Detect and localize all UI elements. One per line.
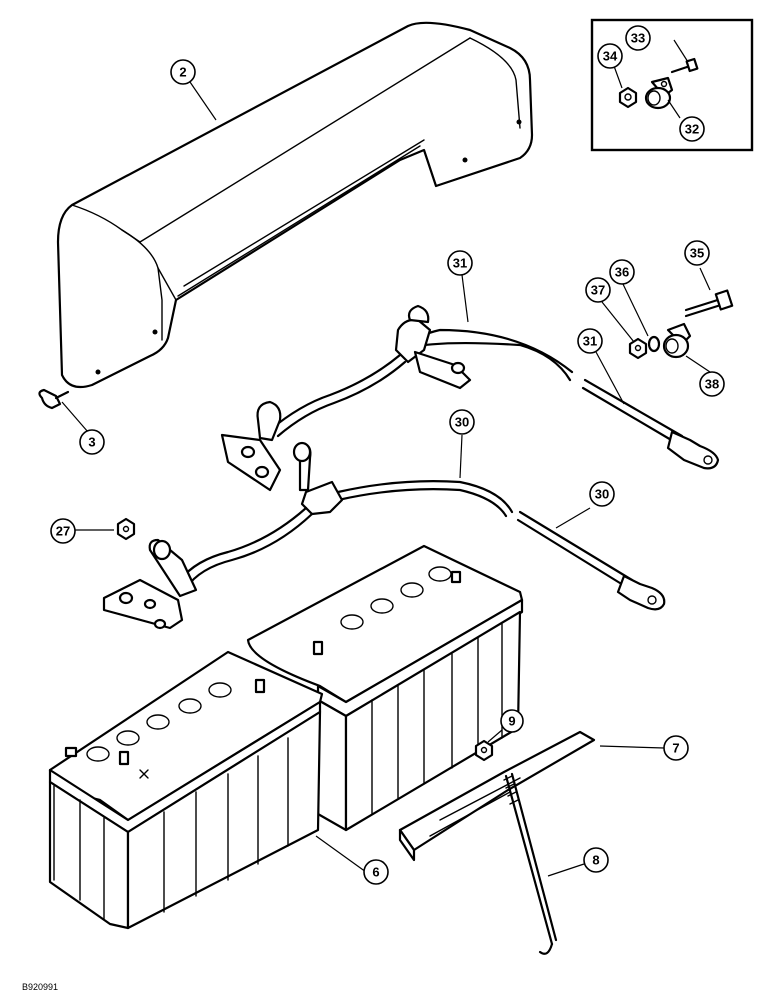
nut-27-icon <box>116 517 136 541</box>
callout-6: 6 <box>363 859 389 885</box>
callout-7: 7 <box>663 735 689 761</box>
callout-38: 38 <box>699 371 725 397</box>
svg-text:31: 31 <box>453 256 467 271</box>
nut-9-icon <box>474 739 494 762</box>
callout-31-upper: 31 <box>447 250 473 276</box>
svg-text:6: 6 <box>372 865 379 880</box>
figure-code: B920991 <box>22 982 58 992</box>
svg-text:8: 8 <box>592 853 599 868</box>
holddown-rod-icon <box>503 772 558 955</box>
svg-text:30: 30 <box>595 487 609 502</box>
clamp-icon <box>644 76 674 110</box>
callout-3: 3 <box>79 429 105 455</box>
svg-text:37: 37 <box>591 283 605 298</box>
svg-text:30: 30 <box>455 415 469 430</box>
inset-detail-box <box>590 18 754 152</box>
svg-text:32: 32 <box>685 122 699 137</box>
callout-2: 2 <box>170 59 196 85</box>
callout-32: 32 <box>679 116 705 142</box>
callout-37: 37 <box>585 277 611 303</box>
bolt-icon <box>670 57 699 74</box>
svg-text:2: 2 <box>179 65 186 80</box>
battery-rear-icon <box>246 544 524 832</box>
battery-front-icon <box>48 650 324 930</box>
callout-8: 8 <box>583 847 609 873</box>
svg-text:35: 35 <box>690 246 704 261</box>
callout-36: 36 <box>609 259 635 285</box>
callout-27: 27 <box>50 518 76 544</box>
battery-cover-icon <box>56 21 534 389</box>
leader-lines <box>61 39 711 877</box>
callout-30-lower: 30 <box>589 481 615 507</box>
wing-nut-icon <box>38 388 70 410</box>
svg-text:36: 36 <box>615 265 629 280</box>
battery-holddown-icon <box>398 730 596 862</box>
svg-text:9: 9 <box>508 714 515 729</box>
svg-text:31: 31 <box>583 334 597 349</box>
callout-31-lower: 31 <box>577 328 603 354</box>
svg-text:3: 3 <box>88 435 95 450</box>
callout-9: 9 <box>500 709 524 733</box>
callout-33: 33 <box>625 25 651 51</box>
callout-30-upper: 30 <box>449 409 475 435</box>
svg-text:34: 34 <box>603 49 618 64</box>
callout-34: 34 <box>597 43 623 69</box>
nut-icon <box>618 86 638 109</box>
svg-text:27: 27 <box>56 524 70 539</box>
svg-text:7: 7 <box>672 741 679 756</box>
clamp-hardware-icon <box>628 289 734 360</box>
callout-35: 35 <box>684 240 710 266</box>
svg-text:33: 33 <box>631 31 645 46</box>
battery-cable-31-icon <box>220 304 720 492</box>
battery-cable-30-icon <box>102 441 666 630</box>
svg-text:38: 38 <box>705 377 719 392</box>
